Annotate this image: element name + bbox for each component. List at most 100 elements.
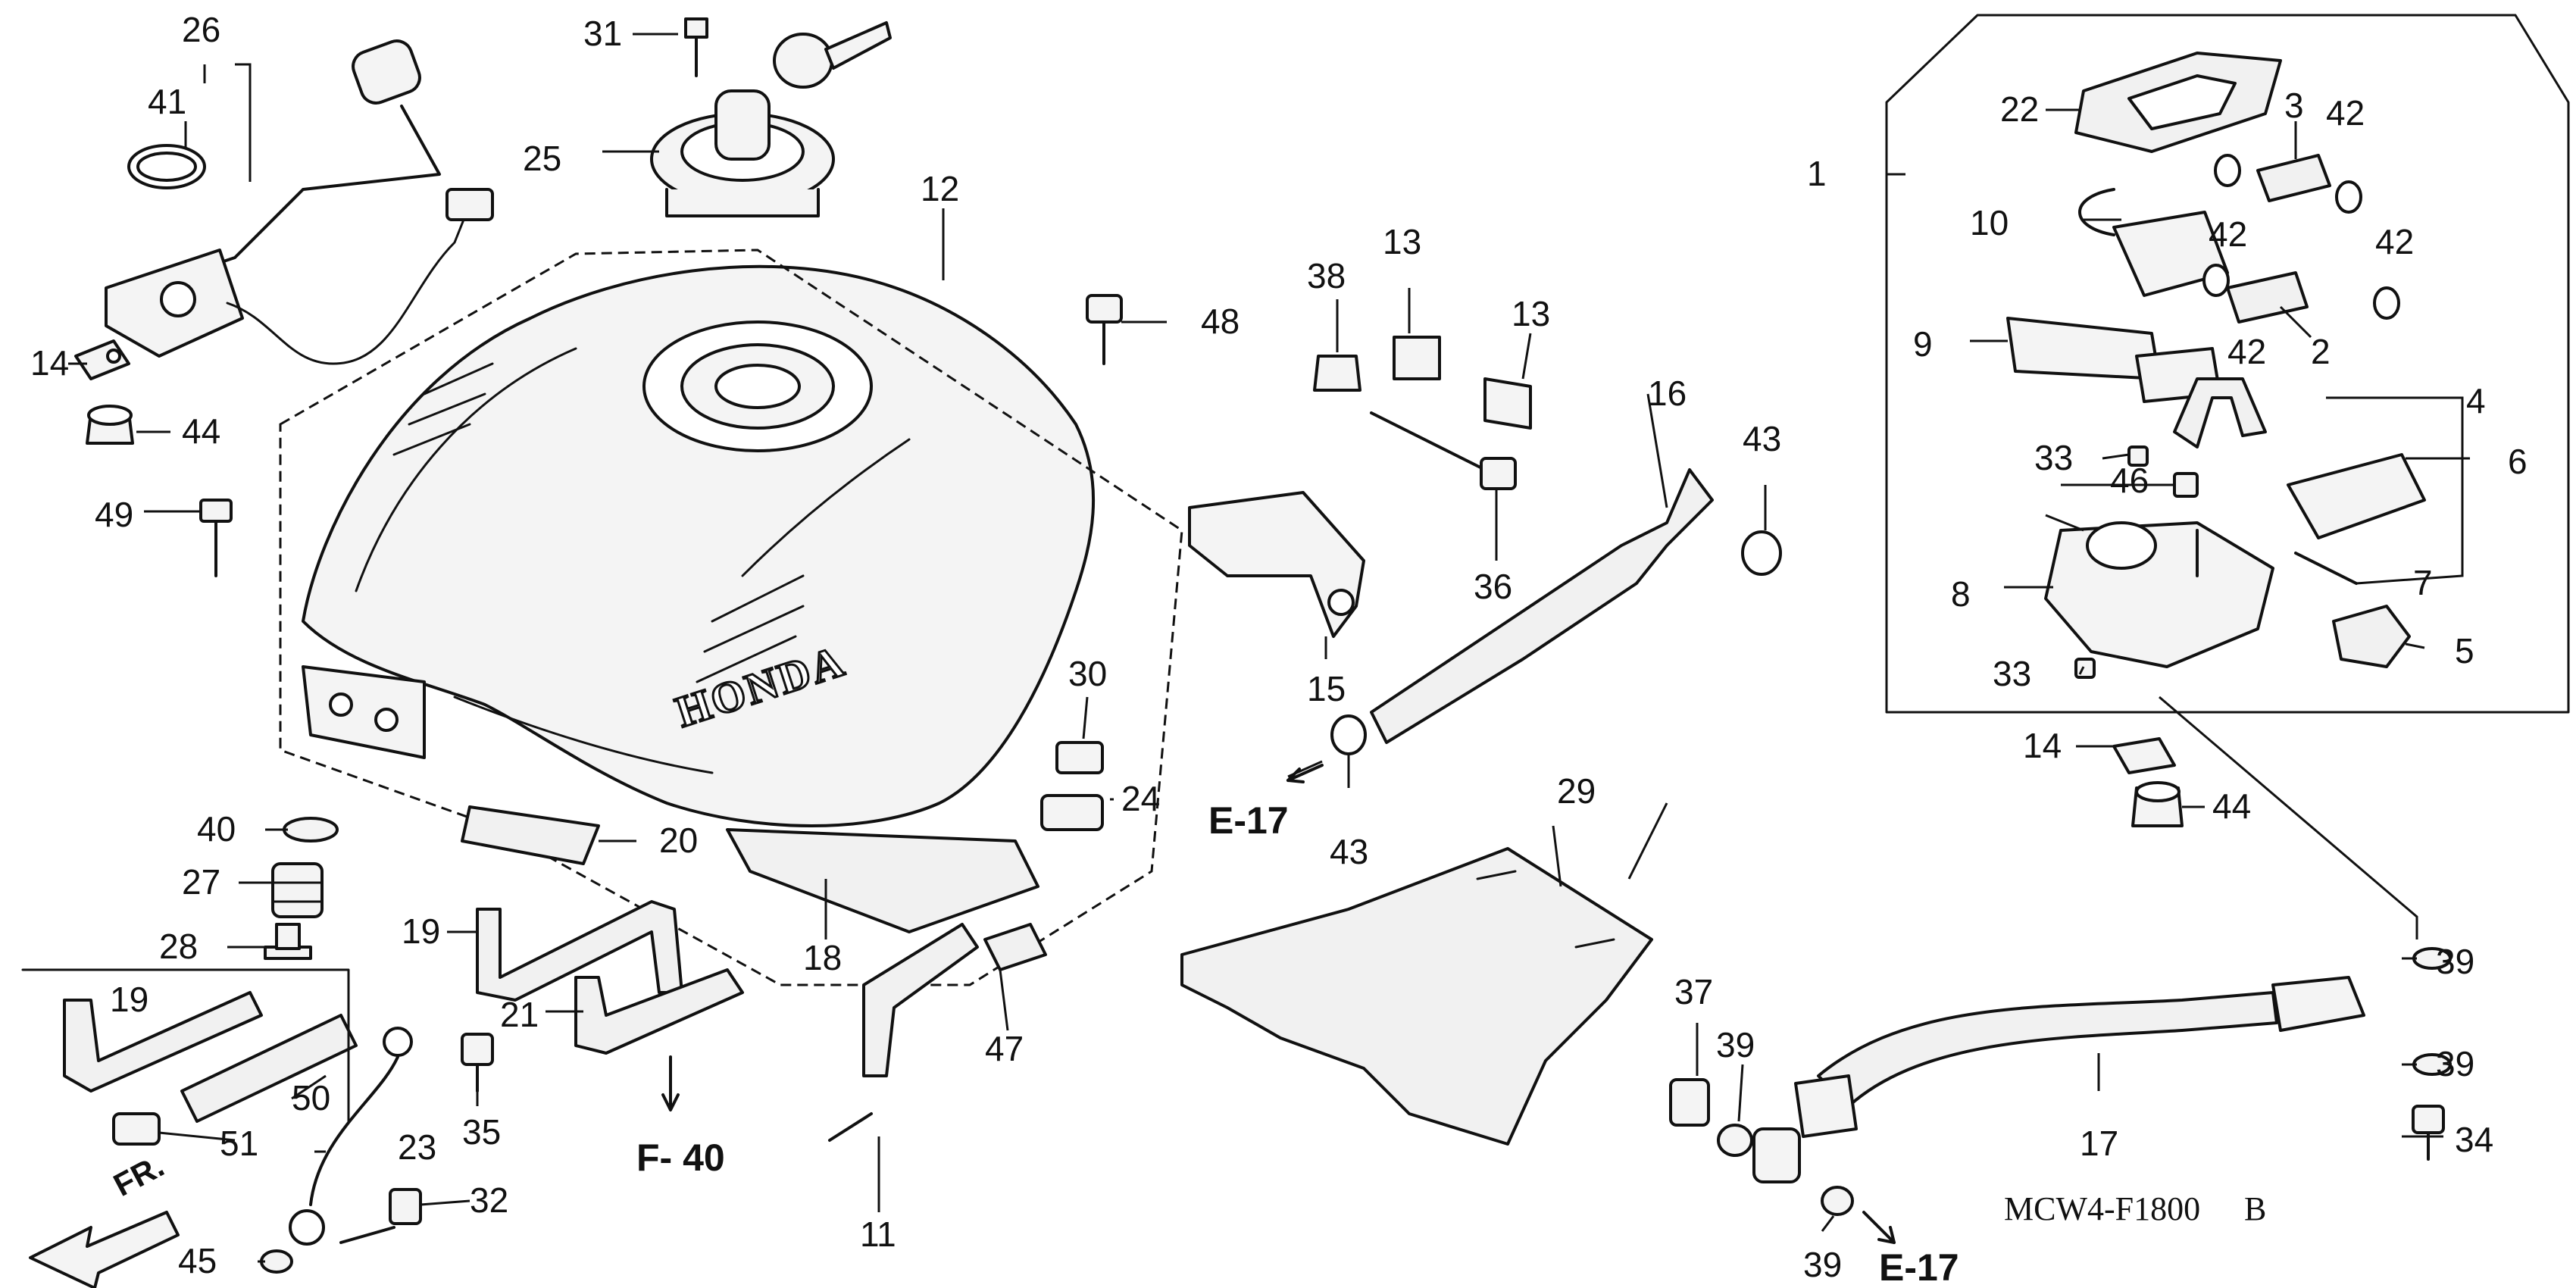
pin-7[interactable]: [2294, 552, 2358, 585]
callout-20: 20: [659, 821, 698, 860]
clamp-42-a[interactable]: [2214, 154, 2241, 187]
ref-e17-left: E-17: [1208, 799, 1289, 842]
callout-25: 25: [523, 139, 561, 178]
gasket-22[interactable]: [2074, 52, 2282, 153]
clamp-43-upper[interactable]: [1741, 530, 1782, 576]
hose-4[interactable]: [2173, 377, 2267, 449]
ref-e17-bottom: E-17: [1879, 1246, 1959, 1288]
callout-1: 1: [1807, 154, 1827, 193]
drawing-code-suffix: B: [2244, 1190, 2266, 1227]
callout-42a: 42: [2326, 93, 2365, 133]
callout-32: 32: [470, 1180, 508, 1220]
ignition-key[interactable]: [773, 21, 892, 89]
screw-33-a[interactable]: [2127, 445, 2149, 467]
callout-19b: 19: [110, 980, 148, 1019]
callout-34: 34: [2455, 1120, 2493, 1159]
hose-inset-19[interactable]: [63, 991, 263, 1093]
fuel-gauge-sender[interactable]: [105, 36, 494, 365]
pad-20[interactable]: [461, 805, 600, 865]
callout-51: 51: [220, 1124, 258, 1163]
callout-28: 28: [159, 927, 198, 966]
breather-hose-21[interactable]: [574, 968, 744, 1055]
fuel-feed-hose-17[interactable]: [1794, 976, 2365, 1138]
collar-28[interactable]: [264, 923, 312, 960]
callout-33a: 33: [2034, 438, 2073, 477]
screw-31[interactable]: [684, 17, 708, 77]
callout-45: 45: [178, 1241, 217, 1280]
callout-42b: 42: [2209, 214, 2247, 254]
nut-44-left[interactable]: [86, 405, 134, 445]
callout-36: 36: [1474, 567, 1512, 606]
fuel-hose-16[interactable]: [1370, 468, 1714, 744]
hose-3[interactable]: [2256, 154, 2331, 202]
clip-14-right[interactable]: [2112, 737, 2176, 774]
pump-base-8[interactable]: [2044, 521, 2274, 668]
inset-box: [21, 968, 350, 1123]
callout-11: 11: [860, 1215, 896, 1254]
callout-42c: 42: [2375, 222, 2414, 261]
bolt-34[interactable]: [2412, 1105, 2445, 1161]
hose-2[interactable]: [2226, 271, 2309, 324]
hose-50[interactable]: [180, 1014, 358, 1123]
collar-13a[interactable]: [1393, 336, 1441, 380]
callout-43a: 43: [1743, 419, 1781, 458]
collar-13b[interactable]: [1483, 377, 1532, 430]
ground-wire-23[interactable]: [289, 1027, 413, 1246]
callout-29: 29: [1557, 771, 1596, 811]
heat-guard-29[interactable]: [1180, 847, 1653, 1146]
bolt-49[interactable]: [199, 499, 233, 577]
clip-24[interactable]: [1040, 794, 1104, 831]
pad-18[interactable]: [726, 828, 1039, 933]
callout-24: 24: [1121, 779, 1160, 818]
seal-37[interactable]: [1669, 1078, 1710, 1127]
collar-38[interactable]: [1313, 355, 1361, 392]
callout-7: 7: [2413, 563, 2433, 602]
callout-14a: 14: [30, 343, 69, 383]
callout-37: 37: [1674, 972, 1713, 1011]
clamp-42-b[interactable]: [2335, 180, 2362, 214]
clip-14-left[interactable]: [74, 339, 130, 380]
washer-40[interactable]: [283, 817, 339, 843]
fuel-pump-9[interactable]: [2006, 317, 2221, 403]
callout-47: 47: [985, 1029, 1024, 1068]
washer-45[interactable]: [260, 1249, 293, 1274]
cushion-27[interactable]: [271, 862, 324, 918]
callout-3: 3: [2284, 86, 2304, 125]
screw-33-b[interactable]: [2074, 658, 2096, 679]
callout-12: 12: [921, 169, 959, 208]
callout-49: 49: [95, 495, 133, 534]
bolt-32[interactable]: [339, 1188, 422, 1244]
washer-39-low[interactable]: [1717, 1124, 1753, 1157]
leader-lines: [68, 33, 2470, 1263]
clamp-42-c[interactable]: [2202, 264, 2230, 297]
strainer-5[interactable]: [2332, 605, 2411, 668]
callout-19a: 19: [402, 911, 440, 951]
clamp-43-lower[interactable]: [1330, 714, 1367, 755]
banjo-39-bottom[interactable]: [1752, 1127, 1854, 1216]
hose-11[interactable]: [828, 923, 979, 1142]
fuel-fill-cap[interactable]: [650, 89, 835, 217]
ref-f40: F- 40: [636, 1136, 725, 1179]
collar-46[interactable]: [2173, 472, 2199, 498]
joint-51[interactable]: [112, 1112, 161, 1146]
callout-10: 10: [1970, 203, 2009, 242]
callout-13b: 13: [1512, 294, 1550, 333]
clamp-42-d[interactable]: [2373, 286, 2400, 320]
bolt-35[interactable]: [461, 1033, 494, 1093]
bracket-15[interactable]: [1188, 491, 1365, 638]
hose-47[interactable]: [983, 923, 1047, 971]
o-ring[interactable]: [127, 144, 206, 189]
callout-39a: 39: [2436, 942, 2474, 981]
regulator-6[interactable]: [2287, 453, 2426, 539]
nut-44-right[interactable]: [2131, 781, 2184, 827]
clip-30[interactable]: [1055, 741, 1104, 774]
bolt-48[interactable]: [1086, 294, 1123, 365]
callout-18: 18: [803, 938, 842, 977]
callout-23: 23: [398, 1127, 436, 1167]
callout-39b: 39: [2436, 1044, 2474, 1083]
bolt-36[interactable]: [1370, 411, 1517, 490]
callout-14b: 14: [2023, 726, 2062, 765]
fuel-tank[interactable]: HONDA: [302, 264, 1096, 827]
callout-42d: 42: [2227, 332, 2266, 371]
